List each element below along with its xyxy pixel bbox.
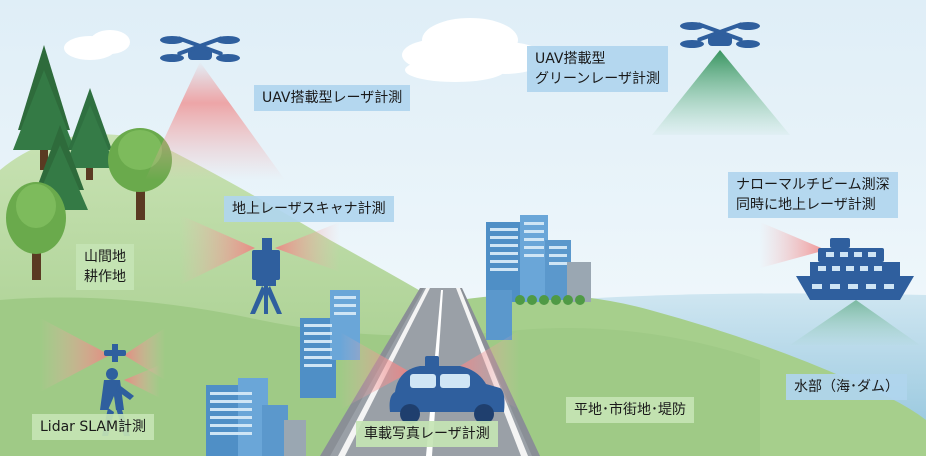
slam-beam-lower [124, 365, 160, 398]
car-beam-left [340, 332, 410, 410]
building-windows [210, 392, 252, 435]
uav-laser-beam [145, 62, 285, 180]
car-icon [389, 356, 505, 424]
ship-icon [796, 238, 914, 300]
narrow-multibeam-label: ナローマルチビーム測深 同時に地上レーザ計測 [728, 172, 898, 218]
cloud-icon [402, 18, 545, 82]
drone-icon [160, 36, 240, 62]
lidar-slam-label: Lidar SLAM計測 [32, 414, 155, 440]
ship-windows [812, 252, 894, 289]
tls-label: 地上レーザスキャナ計測 [224, 196, 394, 222]
green-laser-beam [652, 50, 790, 135]
tls-beam-left [180, 215, 255, 285]
urban-levee-label: 平地･市街地･堤防 [566, 397, 694, 423]
green-drone-icon [680, 22, 760, 48]
tree-icon [6, 182, 66, 280]
building-windows [304, 296, 356, 367]
ship-beam-side [760, 222, 826, 268]
cloud-icon [64, 30, 130, 60]
mountain-farmland-label: 山間地 耕作地 [76, 244, 134, 290]
water-area-label: 水部（海･ダム） [786, 374, 907, 400]
scanner-tripod-icon [250, 238, 282, 314]
uav-green-laser-label: UAV搭載型 グリーンレーザ計測 [527, 46, 669, 92]
tree-row [515, 295, 585, 305]
building-icon [206, 378, 306, 456]
tree-icon [64, 88, 116, 180]
building-windows [490, 222, 567, 271]
mobile-mapping-label: 車載写真レーザ計測 [356, 421, 498, 447]
slam-beam-left [40, 318, 110, 392]
tls-beam-right [275, 222, 340, 272]
car-beam-right [450, 330, 520, 410]
uav-laser-label: UAV搭載型レーザ計測 [254, 85, 411, 111]
slam-beam-right [124, 328, 165, 380]
ship-beam-down [790, 300, 920, 345]
